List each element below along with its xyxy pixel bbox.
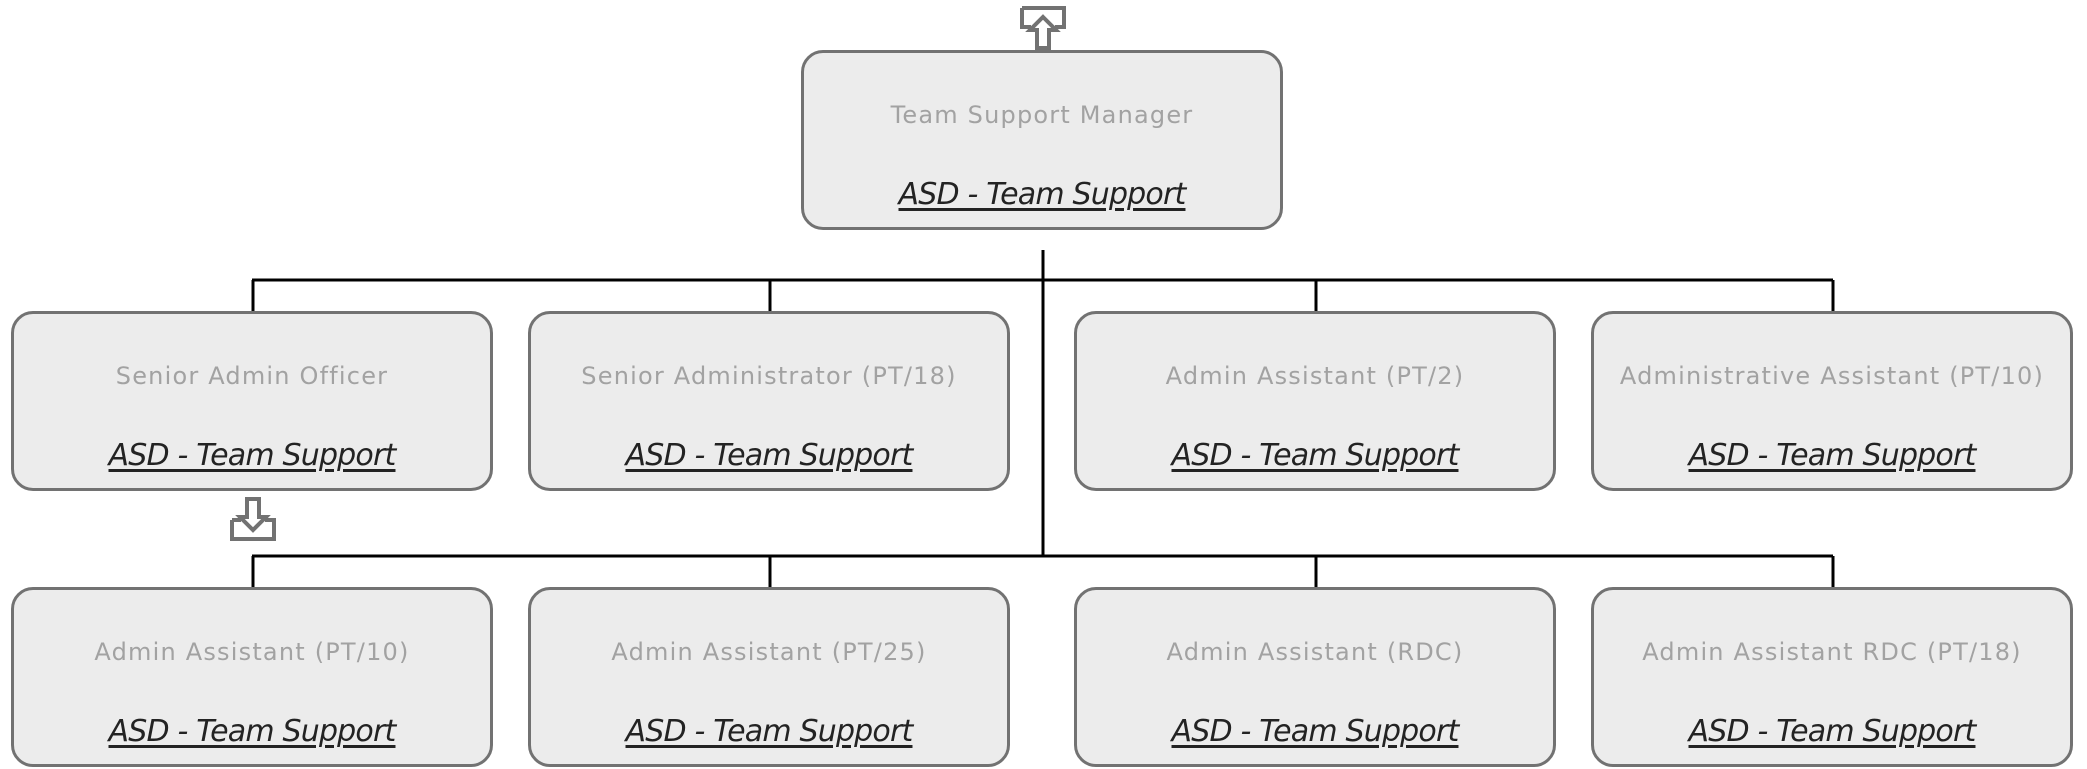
node-department-link[interactable]: ASD - Team Support: [1171, 714, 1460, 749]
node-department-link[interactable]: ASD - Team Support: [898, 177, 1187, 212]
node-title: Admin Assistant (PT/10): [94, 638, 410, 666]
node-title: Admin Assistant (PT/25): [611, 638, 927, 666]
node-title: Admin Assistant RDC (PT/18): [1642, 638, 2022, 666]
node-department-link[interactable]: ASD - Team Support: [108, 714, 397, 749]
node-title: Senior Administrator (PT/18): [581, 362, 957, 390]
org-node-report[interactable]: Admin Assistant (RDC) ASD - Team Support: [1074, 587, 1556, 767]
org-node-report[interactable]: Admin Assistant RDC (PT/18) ASD - Team S…: [1591, 587, 2073, 767]
org-node-manager[interactable]: Team Support Manager ASD - Team Support: [801, 50, 1283, 230]
expand-down-icon[interactable]: [229, 496, 279, 542]
org-node-report[interactable]: Admin Assistant (PT/25) ASD - Team Suppo…: [528, 587, 1010, 767]
node-title: Senior Admin Officer: [115, 362, 389, 390]
org-node-report[interactable]: Admin Assistant (PT/10) ASD - Team Suppo…: [11, 587, 493, 767]
node-department-link[interactable]: ASD - Team Support: [1688, 714, 1977, 749]
node-title: Admin Assistant (PT/2): [1165, 362, 1465, 390]
org-node-report[interactable]: Senior Admin Officer ASD - Team Support: [11, 311, 493, 491]
node-department-link[interactable]: ASD - Team Support: [1688, 438, 1977, 473]
org-node-report[interactable]: Administrative Assistant (PT/10) ASD - T…: [1591, 311, 2073, 491]
node-department-link[interactable]: ASD - Team Support: [625, 714, 914, 749]
node-title: Administrative Assistant (PT/10): [1619, 362, 2045, 390]
org-node-report[interactable]: Senior Administrator (PT/18) ASD - Team …: [528, 311, 1010, 491]
node-title: Admin Assistant (RDC): [1166, 638, 1464, 666]
node-department-link[interactable]: ASD - Team Support: [625, 438, 914, 473]
org-node-report[interactable]: Admin Assistant (PT/2) ASD - Team Suppor…: [1074, 311, 1556, 491]
node-department-link[interactable]: ASD - Team Support: [108, 438, 397, 473]
navigate-up-icon[interactable]: [1019, 5, 1069, 51]
node-department-link[interactable]: ASD - Team Support: [1171, 438, 1460, 473]
node-title: Team Support Manager: [890, 101, 1194, 129]
